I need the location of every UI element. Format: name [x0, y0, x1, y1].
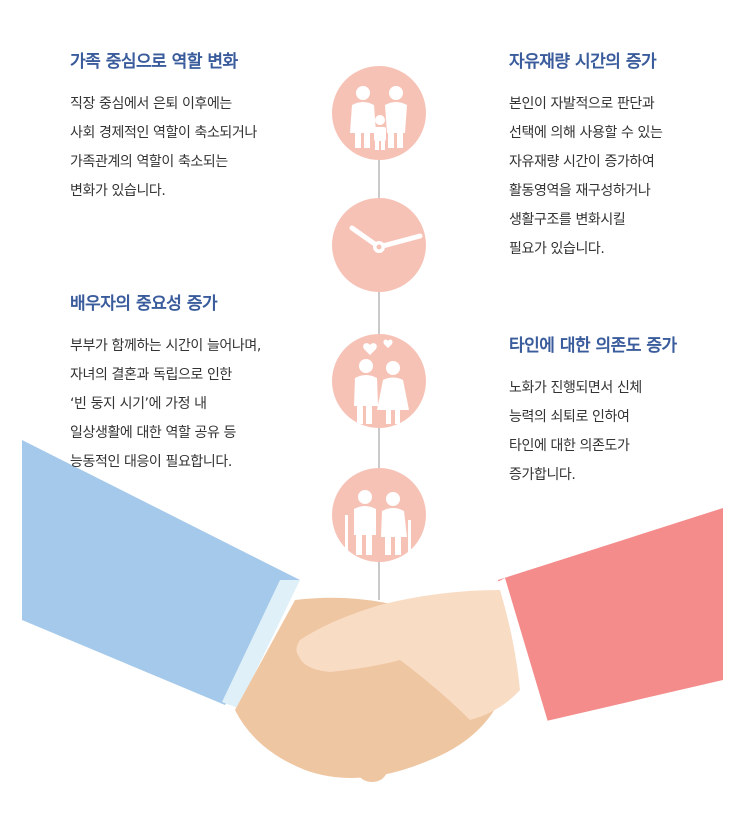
body-line: 생활구조를 변화시킬	[509, 212, 626, 228]
body-line: 일상생활에 대한 역할 공유 등	[70, 425, 236, 441]
body-line: 변화가 있습니다.	[70, 183, 166, 199]
body-line: 증가합니다.	[509, 467, 576, 483]
section-family: 가족 중심으로 역할 변화 직장 중심에서 은퇴 이후에는 사회 경제적인 역할…	[70, 47, 257, 206]
section-heading: 자유재량 시간의 증가	[509, 52, 657, 72]
section-free-time: 자유재량 시간의 증가 본인이 자발적으로 판단과 선택에 의해 사용할 수 있…	[509, 47, 663, 264]
couple-heart-icon	[332, 334, 426, 428]
section-heading: 타인에 대한 의존도 증가	[509, 336, 677, 356]
body-line: 사회 경제적인 역할이 축소되거나	[70, 125, 257, 141]
handshake-illustration	[22, 440, 723, 782]
body-line: 타인에 대한 의존도가	[509, 438, 630, 454]
body-line: 활동영역을 재구성하거나	[509, 183, 651, 199]
body-line: 가족관계의 역할이 축소되는	[70, 154, 228, 170]
body-line: 부부가 함께하는 시간이 늘어나며,	[70, 338, 261, 354]
body-line: 노화가 진행되면서 신체	[509, 380, 642, 396]
section-spouse: 배우자의 중요성 증가 부부가 함께하는 시간이 늘어나며, 자녀의 결혼과 독…	[70, 289, 261, 477]
body-line: 자녀의 결혼과 독립으로 인한	[70, 367, 232, 383]
elderly-couple-icon	[332, 468, 426, 562]
body-line: 필요가 있습니다.	[509, 241, 605, 257]
section-heading: 배우자의 중요성 증가	[70, 294, 218, 314]
clock-icon	[332, 198, 426, 292]
body-line: 자유재량 시간이 증가하여	[509, 154, 655, 170]
body-line: 능동적인 대응이 필요합니다.	[70, 454, 232, 470]
family-icon	[332, 66, 426, 160]
body-line: 선택에 의해 사용할 수 있는	[509, 125, 663, 141]
section-heading: 가족 중심으로 역할 변화	[70, 52, 238, 72]
body-line: 본인이 자발적으로 판단과	[509, 96, 655, 112]
body-line: 직장 중심에서 은퇴 이후에는	[70, 96, 232, 112]
body-line: 능력의 쇠퇴로 인하여	[509, 409, 630, 425]
body-line: ‘빈 둥지 시기’에 가정 내	[70, 396, 207, 412]
section-dependence: 타인에 대한 의존도 증가 노화가 진행되면서 신체 능력의 쇠퇴로 인하여 타…	[509, 331, 677, 490]
